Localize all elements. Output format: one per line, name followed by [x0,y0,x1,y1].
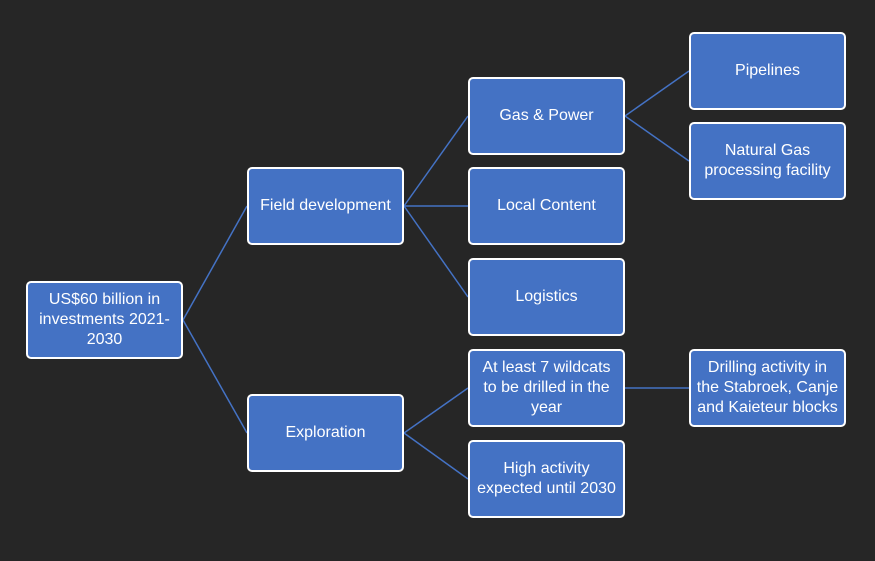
node-natural-gas-facility: Natural Gas processing facility [689,122,846,200]
connector-gas-natural [624,115,690,162]
node-drilling-activity: Drilling activity in the Stabroek, Canje… [689,349,846,427]
connector-exploration-wildcats [403,387,469,434]
node-logistics-label: Logistics [515,288,578,305]
node-logistics: Logistics [468,258,625,336]
connector-gas-pipelines [624,70,690,117]
connector-root-field [182,205,248,321]
connector-field-gas [403,115,469,207]
node-pipelines-label: Pipelines [735,62,800,79]
node-pipelines: Pipelines [689,32,846,110]
connector-root-exploration [182,319,248,434]
node-root-label: US$60 billion in investments 2021-2030 [39,291,170,348]
node-field-development: Field development [247,167,404,245]
node-drilling-activity-label: Drilling activity in the Stabroek, Canje… [696,359,839,416]
connector-field-logistics [403,205,469,298]
node-wildcats-label: At least 7 wildcats to be drilled in the… [482,359,611,416]
node-natural-gas-label: Natural Gas processing facility [704,142,831,179]
node-root-investments: US$60 billion in investments 2021-2030 [26,281,183,359]
node-exploration: Exploration [247,394,404,472]
node-wildcats: At least 7 wildcats to be drilled in the… [468,349,625,427]
node-field-development-label: Field development [260,197,391,214]
node-high-activity-label: High activity expected until 2030 [477,460,616,497]
node-high-activity: High activity expected until 2030 [468,440,625,518]
node-local-content-label: Local Content [497,197,596,214]
node-gas-power-label: Gas & Power [499,107,594,124]
connector-exploration-high [403,432,469,480]
node-local-content: Local Content [468,167,625,245]
node-exploration-label: Exploration [285,424,366,441]
node-gas-power: Gas & Power [468,77,625,155]
